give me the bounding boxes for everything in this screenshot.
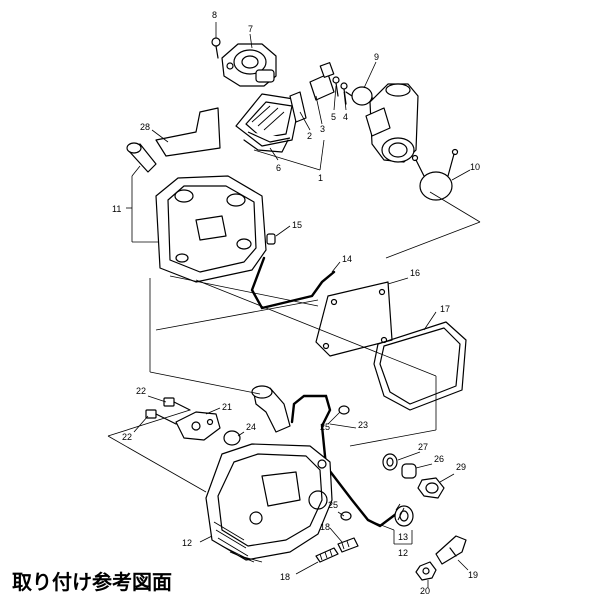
- callout-17: 17: [440, 304, 450, 314]
- callout-16: 16: [410, 268, 420, 278]
- part-27-bushing: [382, 453, 398, 471]
- part-28-shield-plate: [155, 107, 221, 157]
- callout-25-upper: 25: [320, 422, 330, 432]
- part-11-upper-cover: [155, 175, 267, 283]
- callout-12-right: 12: [398, 548, 408, 558]
- callout-20: 20: [420, 586, 430, 596]
- callout-28: 28: [140, 122, 150, 132]
- callout-23: 23: [358, 420, 368, 430]
- callout-22-upper: 22: [136, 386, 146, 396]
- part-16-cover-plate: [315, 281, 393, 357]
- part-15-grommet: [266, 233, 276, 245]
- part-19-bracket: [435, 535, 467, 565]
- part-12-lower-cover: [205, 443, 333, 563]
- callout-8: 8: [212, 10, 217, 20]
- callout-24: 24: [246, 422, 256, 432]
- part-22-bolts: [145, 397, 191, 425]
- part-13-grommet: [394, 503, 414, 527]
- callout-11: 11: [112, 204, 121, 214]
- part-21-union-fitting: [175, 411, 221, 441]
- callout-9: 9: [374, 52, 379, 62]
- callout-12-left: 12: [182, 538, 192, 548]
- part-8-screw: [211, 37, 221, 59]
- callout-6: 6: [276, 163, 281, 173]
- part-14-hose: [250, 256, 336, 310]
- part-26-cap: [401, 463, 417, 479]
- callout-14: 14: [342, 254, 352, 264]
- part-4-5-bolts: [332, 76, 348, 105]
- callout-7: 7: [248, 24, 253, 34]
- callout-26: 26: [434, 454, 444, 464]
- callout-2: 2: [307, 131, 312, 141]
- callout-4: 4: [343, 112, 348, 122]
- callout-29: 29: [456, 462, 466, 472]
- callout-13: 13: [398, 532, 408, 542]
- part-6-gasket: [243, 139, 289, 153]
- callout-15: 15: [292, 220, 302, 230]
- part-7-actuator-housing: [221, 43, 277, 87]
- part-24-o-ring: [223, 430, 241, 446]
- diagram-caption: 取り付け参考図面: [12, 570, 172, 594]
- part-20-nut: [415, 561, 437, 581]
- callout-5: 5: [331, 112, 336, 122]
- part-9-clamp-and-intake: [345, 83, 419, 163]
- leader-lines: [107, 22, 481, 588]
- part-25-clamps: [338, 405, 352, 521]
- callout-22-lower: 22: [122, 432, 132, 442]
- callout-27: 27: [418, 442, 428, 452]
- callout-3: 3: [320, 124, 325, 134]
- part-11-fitting: [126, 142, 157, 173]
- part-1-reed-valve-assembly: [235, 62, 335, 147]
- callout-18-upper: 18: [320, 522, 330, 532]
- callout-10: 10: [470, 162, 480, 172]
- part-23-pipe: [290, 394, 398, 528]
- callout-labels: 8 7 9 28 2 3 5 4 6 1 10 11 15 14 16 17 2…: [112, 10, 480, 596]
- part-10-wire-clip: [411, 148, 459, 201]
- part-18-screws: [315, 537, 359, 563]
- callout-1: 1: [318, 173, 323, 183]
- part-29-clip: [417, 477, 445, 499]
- callout-18-lower: 18: [280, 572, 290, 582]
- callout-25-lower: 25: [328, 500, 338, 510]
- callout-19: 19: [468, 570, 478, 580]
- callout-21: 21: [222, 402, 232, 412]
- part-elbow-connector: [251, 385, 291, 433]
